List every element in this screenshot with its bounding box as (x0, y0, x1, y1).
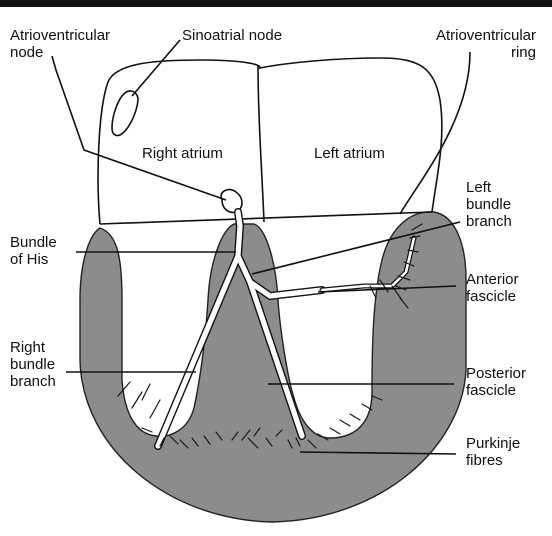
leader-anterior-fascicle (317, 285, 457, 293)
atria-outline (97, 57, 443, 225)
label-atrioventricular-ring-line-2: ring (511, 44, 536, 61)
label-right-bundle-branch-line-3: branch (10, 373, 56, 390)
leader-purkinje-fibres (299, 451, 457, 455)
label-left-bundle-branch-line-2: bundle (466, 196, 511, 213)
label-right-atrium-line-1: Right atrium (142, 145, 223, 162)
label-anterior-fascicle-line-2: fascicle (466, 288, 516, 305)
label-purkinje-fibres-line-2: fibres (466, 452, 503, 469)
conduction-pathways (154, 208, 417, 450)
label-left-bundle-branch-line-1: Left (466, 179, 492, 196)
label-sinoatrial-node-line-1: Sinoatrial node (182, 27, 282, 44)
leader-sinoatrial-node (131, 39, 181, 97)
label-right-bundle-branch-line-1: Right (10, 339, 46, 356)
label-atrioventricular-node-line-1: Atrioventricular (10, 27, 110, 44)
sinoatrial-node-shape (111, 90, 139, 137)
label-posterior-fascicle-line-1: Posterior (466, 365, 526, 382)
label-anterior-fascicle-line-1: Anterior (466, 271, 519, 288)
label-right-bundle-branch-line-2: bundle (10, 356, 55, 373)
ventricular-myocardium (79, 211, 467, 523)
label-bundle-of-his-line-2: of His (10, 251, 48, 268)
leader-atrioventricular-node (51, 55, 227, 201)
label-sinoatrial-node: Sinoatrial node (182, 27, 282, 44)
label-purkinje-fibres-line-1: Purkinje (466, 435, 520, 452)
label-posterior-fascicle-line-2: fascicle (466, 382, 516, 399)
label-bundle-of-his-line-1: Bundle (10, 234, 57, 251)
interatrial-septum (257, 65, 265, 223)
label-atrioventricular-node-line-2: node (10, 44, 43, 61)
label-left-atrium: Left atrium (314, 145, 385, 162)
leader-atrioventricular-ring (399, 51, 471, 215)
purkinje-fibres-network (117, 223, 423, 449)
top-border-rule (0, 0, 552, 7)
atrioventricular-node-shape (220, 188, 243, 214)
label-right-atrium: Right atrium (142, 145, 223, 162)
leader-left-bundle-branch (251, 221, 461, 275)
label-left-bundle-branch-line-3: branch (466, 213, 512, 230)
label-left-atrium-line-1: Left atrium (314, 145, 385, 162)
atrioventricular-ring-line (99, 211, 433, 225)
leader-lines (51, 39, 471, 455)
label-atrioventricular-ring-line-1: Atrioventricular (436, 27, 536, 44)
